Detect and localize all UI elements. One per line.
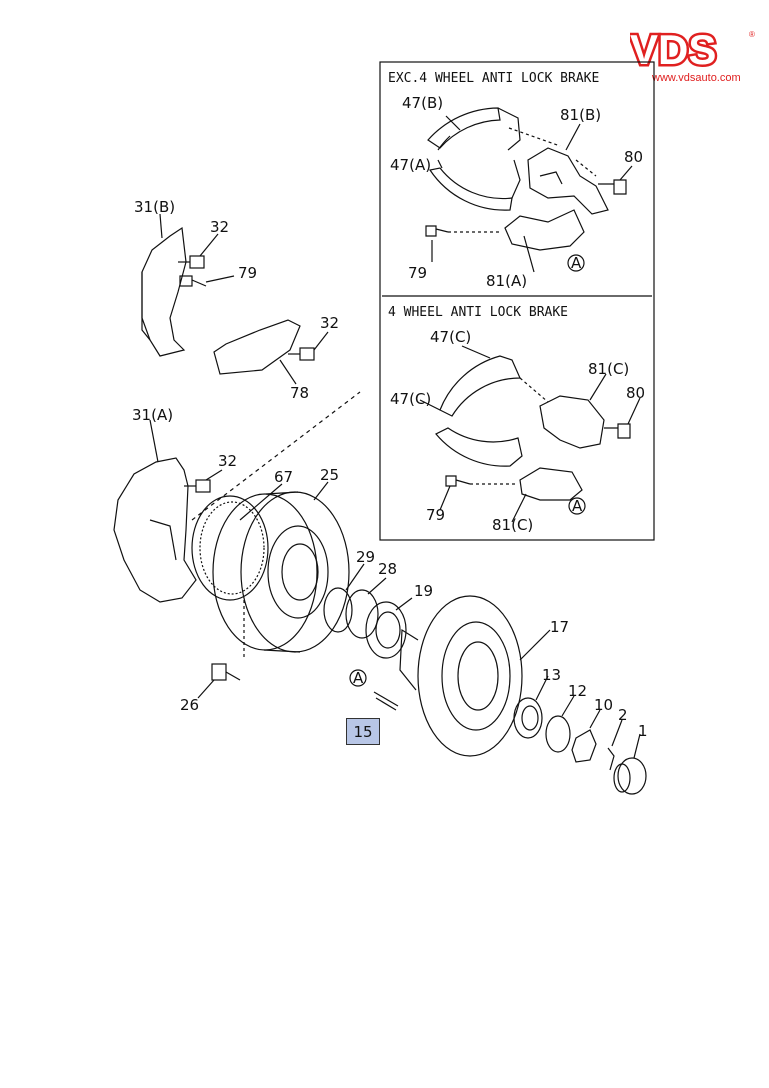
vds-logo: VDS ® www.vdsauto.com — [630, 28, 760, 88]
ref-circle-a-2 — [568, 497, 586, 515]
vds-logo-mark: VDS — [630, 28, 719, 76]
callout-47a: 47(A) — [390, 156, 431, 174]
callout-32-mid: 32 — [320, 314, 339, 332]
callout-81c-lower: 81(C) — [492, 516, 533, 534]
callout-47c-lower: 47(C) — [390, 390, 431, 408]
section-title-abs: 4 WHEEL ANTI LOCK BRAKE — [388, 305, 568, 320]
bolt-32-mid — [288, 347, 315, 361]
callout-81b: 81(B) — [560, 106, 601, 124]
bearing-13 — [513, 697, 543, 739]
callout-17: 17 — [550, 618, 569, 636]
brake-shoe-47c-upper — [439, 355, 521, 417]
callout-79a: 79 — [408, 264, 427, 282]
logo-url: www.vdsauto.com — [652, 72, 741, 84]
callout-19: 19 — [414, 582, 433, 600]
shield-31a — [113, 457, 197, 603]
callout-25: 25 — [320, 466, 339, 484]
callout-32-lower: 32 — [218, 452, 237, 470]
callout-79b: 79 — [426, 506, 445, 524]
highlighted-part-15[interactable]: 15 — [346, 718, 380, 745]
bolt-32-lower — [184, 479, 211, 493]
ref-letter-a-1: A — [571, 254, 582, 272]
bolt-80b — [604, 423, 631, 439]
callout-81c-upper: 81(C) — [588, 360, 629, 378]
ref-letter-a-3: A — [353, 669, 364, 687]
callout-leaders — [149, 115, 641, 759]
brake-shoe-47c-lower — [435, 427, 523, 467]
logo-registered: ® — [749, 30, 755, 39]
section-title-exc-abs: EXC.4 WHEEL ANTI LOCK BRAKE — [388, 71, 599, 86]
backing-plate-81a — [504, 209, 585, 251]
callout-78: 78 — [290, 384, 309, 402]
bolt-79b — [445, 475, 471, 487]
bolt-79-main — [179, 275, 207, 287]
washer-12 — [545, 715, 571, 753]
callout-31a: 31(A) — [132, 406, 173, 424]
nut-10 — [571, 729, 597, 763]
bracket-78 — [213, 319, 301, 375]
bolt-80a — [598, 179, 627, 195]
bolt-79a — [425, 225, 449, 237]
callout-80a: 80 — [624, 148, 643, 166]
callout-32-upper: 32 — [210, 218, 229, 236]
stud-15 — [373, 691, 399, 711]
leader-lines-2 — [470, 377, 549, 485]
inset-connector — [191, 391, 361, 521]
leader-lines-1 — [448, 127, 597, 233]
callout-29: 29 — [356, 548, 375, 566]
inset-frame — [379, 61, 655, 541]
callout-26: 26 — [180, 696, 199, 714]
bearing-19 — [365, 601, 407, 659]
callout-13: 13 — [542, 666, 561, 684]
ref-circle-a-3 — [349, 669, 367, 687]
brake-drum-25 — [212, 491, 350, 653]
logo-text: VDS — [630, 28, 716, 73]
backing-plate-81c-lower — [519, 467, 583, 501]
callout-12: 12 — [568, 682, 587, 700]
bolt-26 — [211, 600, 245, 681]
callout-10: 10 — [594, 696, 613, 714]
callout-1: 1 — [638, 722, 648, 740]
shield-31b — [141, 226, 187, 357]
callout-80b: 80 — [626, 384, 645, 402]
brake-shoe-47b — [427, 107, 501, 151]
callout-2: 2 — [618, 706, 628, 724]
ref-letter-a-2: A — [572, 497, 583, 515]
seal-28 — [345, 589, 379, 639]
callout-31b: 31(B) — [134, 198, 175, 216]
hub-cap-1 — [613, 757, 647, 795]
backing-plate-81b — [527, 147, 609, 215]
bolt-32-upper — [178, 255, 205, 269]
callout-81a: 81(A) — [486, 272, 527, 290]
tone-ring-67 — [191, 495, 269, 601]
seal-29 — [323, 587, 353, 633]
hub-17 — [399, 595, 523, 757]
brake-shoe-47a — [429, 107, 521, 211]
callout-47b: 47(B) — [402, 94, 443, 112]
backing-plate-81c-upper — [539, 395, 605, 449]
cotter-pin-2 — [607, 747, 615, 771]
callout-47c-upper: 47(C) — [430, 328, 471, 346]
callout-67: 67 — [274, 468, 293, 486]
callout-28: 28 — [378, 560, 397, 578]
callout-79-main: 79 — [238, 264, 257, 282]
ref-circle-a-1 — [567, 254, 585, 272]
